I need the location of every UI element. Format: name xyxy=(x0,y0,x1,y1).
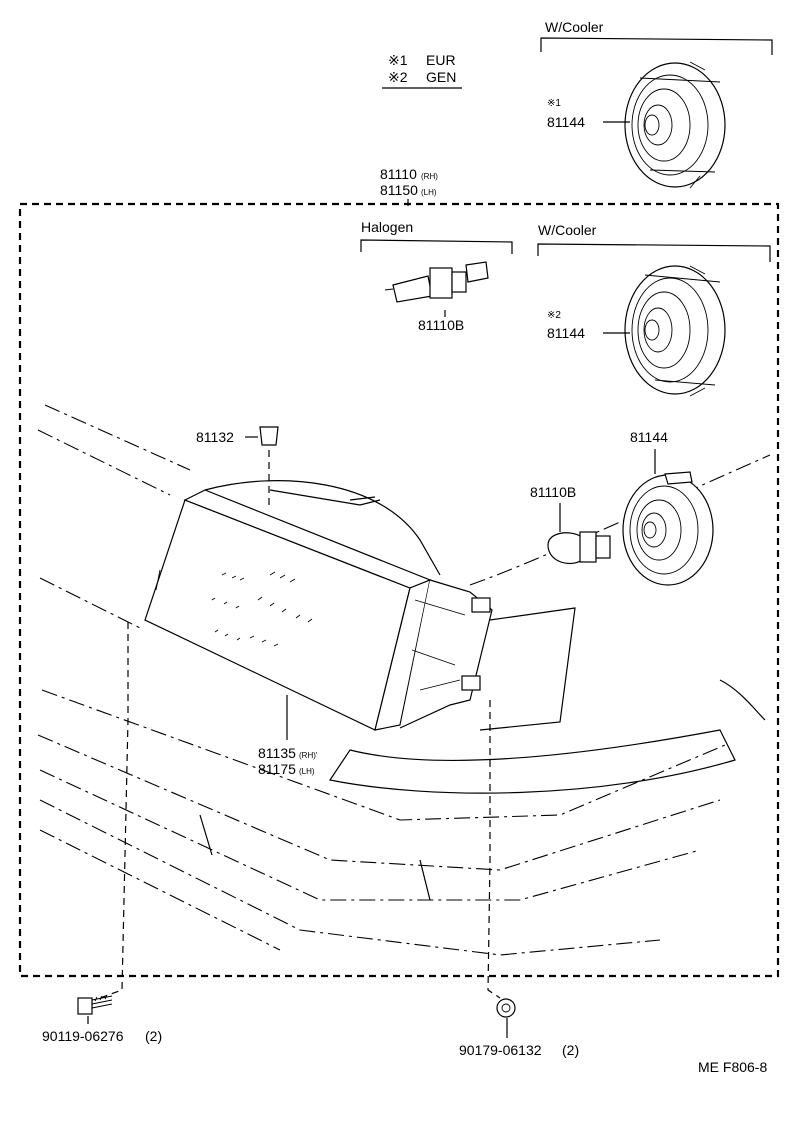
nut-locator-line xyxy=(487,700,501,999)
cover-lower-group: 81144 xyxy=(622,429,714,586)
legend: ※1 EUR ※2 GEN xyxy=(382,52,462,89)
unit-rh-side: (RH) xyxy=(421,172,438,181)
halogen-bulb-illustration xyxy=(384,261,489,303)
nut-number: 90179-06132 xyxy=(459,1042,542,1058)
legend-gen: GEN xyxy=(426,69,456,85)
legend-eur: EUR xyxy=(426,52,456,68)
cooler-top-label: W/Cooler xyxy=(545,19,604,35)
cooler-mid-bracket xyxy=(537,243,771,262)
cover-top-mark: ※1 xyxy=(547,98,561,109)
cover-lower-illustration xyxy=(622,471,714,586)
halogen-group: Halogen 81110B xyxy=(360,219,513,333)
bolt-number: 90119-06276 xyxy=(42,1028,124,1044)
cooler-top-bracket xyxy=(540,37,773,55)
unit-lh-number: 81150 xyxy=(380,182,418,198)
legend-mark-1: ※1 xyxy=(388,52,408,68)
cover-top-number: 81144 xyxy=(547,114,585,130)
cover-mid-number: 81144 xyxy=(547,325,585,341)
bolt-quantity: (2) xyxy=(145,1028,162,1044)
bolt-locator-line xyxy=(99,622,129,999)
bulb-lower-group: 81110B xyxy=(530,484,611,565)
diagram-code: ME F806-8 xyxy=(698,1059,767,1075)
bulb-lower-illustration xyxy=(547,531,611,565)
housing-label: 81135 (RH)' 81175 (LH) xyxy=(258,695,318,777)
cover-mid-mark: ※2 xyxy=(547,310,561,321)
halogen-bulb-number: 81110B xyxy=(418,317,464,333)
halogen-bracket xyxy=(360,239,513,254)
unit-lh-side: (LH) xyxy=(421,188,437,197)
cooler-mid-group: W/Cooler ※2 81144 xyxy=(537,222,771,397)
legend-mark-2: ※2 xyxy=(388,69,408,85)
housing-rh-side: (RH)' xyxy=(299,751,318,760)
housing-lh-number: 81175 xyxy=(258,761,296,777)
headlamp-housing-illustration xyxy=(144,480,493,731)
unit-rh-number: 81110 xyxy=(380,166,417,182)
cover-lower-number: 81144 xyxy=(630,429,668,445)
nut-group: 90179-06132 (2) xyxy=(459,700,579,1058)
bolt-icon xyxy=(77,994,113,1015)
cooler-mid-label: W/Cooler xyxy=(538,222,597,238)
clip-group: 81132 xyxy=(196,426,279,505)
nut-quantity: (2) xyxy=(562,1042,579,1058)
bolt-group: 90119-06276 (2) xyxy=(42,622,162,1044)
housing-lh-side: (LH) xyxy=(299,767,315,776)
cooler-top-group: W/Cooler ※1 81144 xyxy=(540,19,773,189)
bulb-lower-number: 81110B xyxy=(530,484,576,500)
clip-icon xyxy=(259,426,279,446)
nut-icon xyxy=(496,998,516,1018)
housing-rh-number: 81135 xyxy=(258,745,296,761)
cover-top-illustration xyxy=(624,61,726,189)
cover-mid-illustration xyxy=(624,265,726,397)
halogen-label: Halogen xyxy=(361,219,413,235)
assembly-label: 81110 (RH) 81150 (LH) xyxy=(380,166,438,206)
clip-number: 81132 xyxy=(196,429,234,445)
assembly-boundary xyxy=(18,202,780,978)
